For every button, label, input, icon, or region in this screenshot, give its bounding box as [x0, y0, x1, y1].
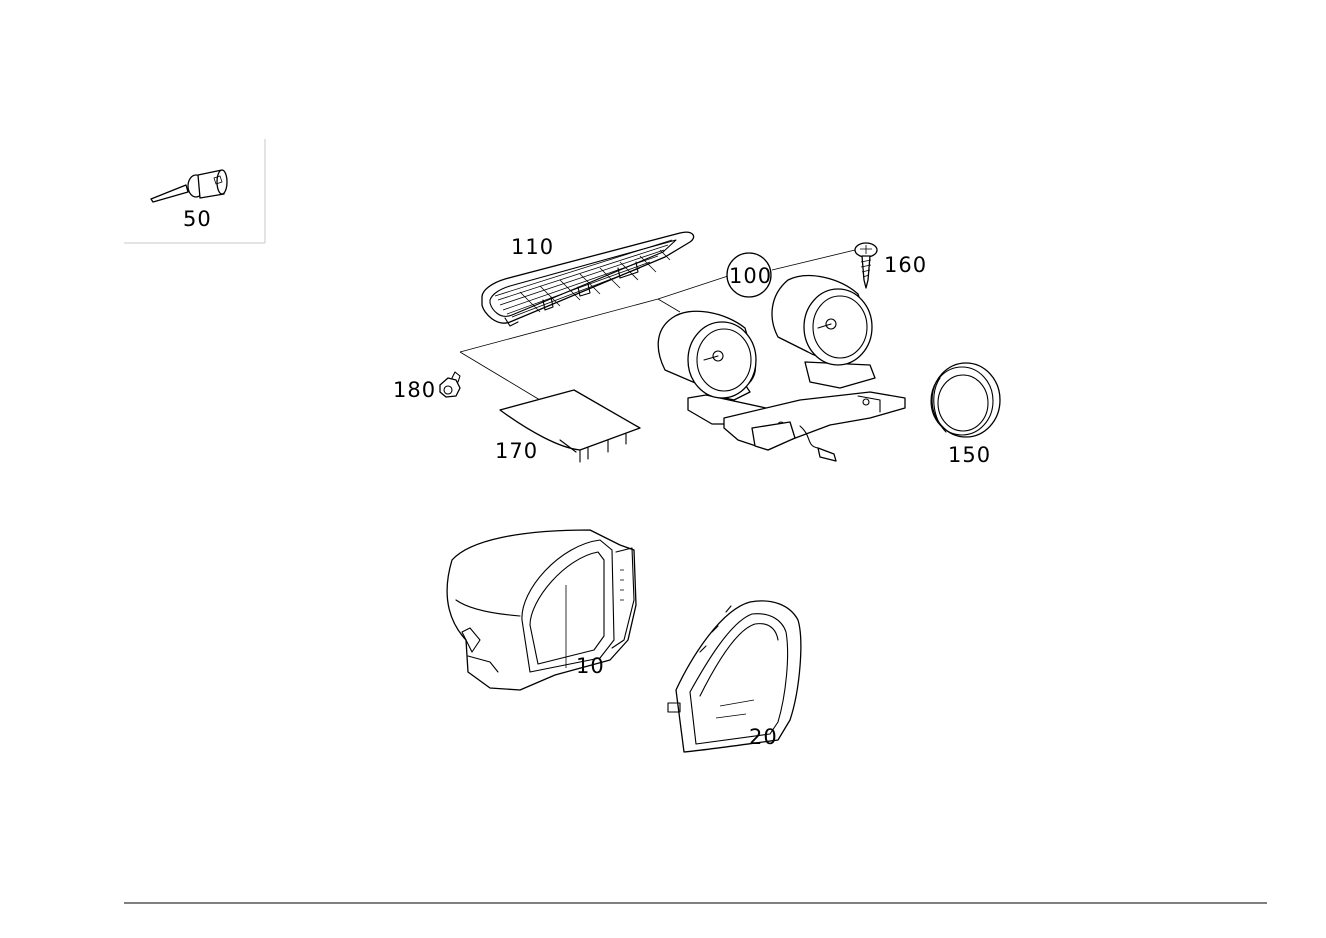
part-label-20[interactable]: 20	[749, 725, 778, 749]
part-150-bezel-ring-illustration[interactable]	[930, 362, 1001, 438]
part-label-100[interactable]: 100	[729, 264, 772, 288]
part-160-screw-illustration[interactable]	[854, 242, 878, 289]
part-100-gauge-assembly-illustration[interactable]	[657, 274, 906, 462]
part-label-50[interactable]: 50	[183, 207, 212, 231]
leader-lines-100	[459, 249, 856, 401]
part-100-circle	[726, 252, 772, 298]
part-10-cluster-housing-illustration[interactable]	[446, 529, 637, 691]
part-170-cover-illustration[interactable]	[499, 389, 641, 463]
part-50-pin-illustration[interactable]	[150, 169, 228, 203]
part-180-clip-illustration[interactable]	[439, 371, 461, 398]
inset-frame-50	[124, 139, 266, 244]
part-label-150[interactable]: 150	[948, 443, 991, 467]
part-label-180[interactable]: 180	[393, 378, 436, 402]
part-label-110[interactable]: 110	[511, 235, 554, 259]
part-110-grille-illustration[interactable]	[481, 231, 695, 327]
part-label-10[interactable]: 10	[576, 654, 605, 678]
part-label-170[interactable]: 170	[495, 439, 538, 463]
part-20-cluster-bezel-illustration[interactable]	[667, 600, 802, 753]
part-label-160[interactable]: 160	[884, 253, 927, 277]
